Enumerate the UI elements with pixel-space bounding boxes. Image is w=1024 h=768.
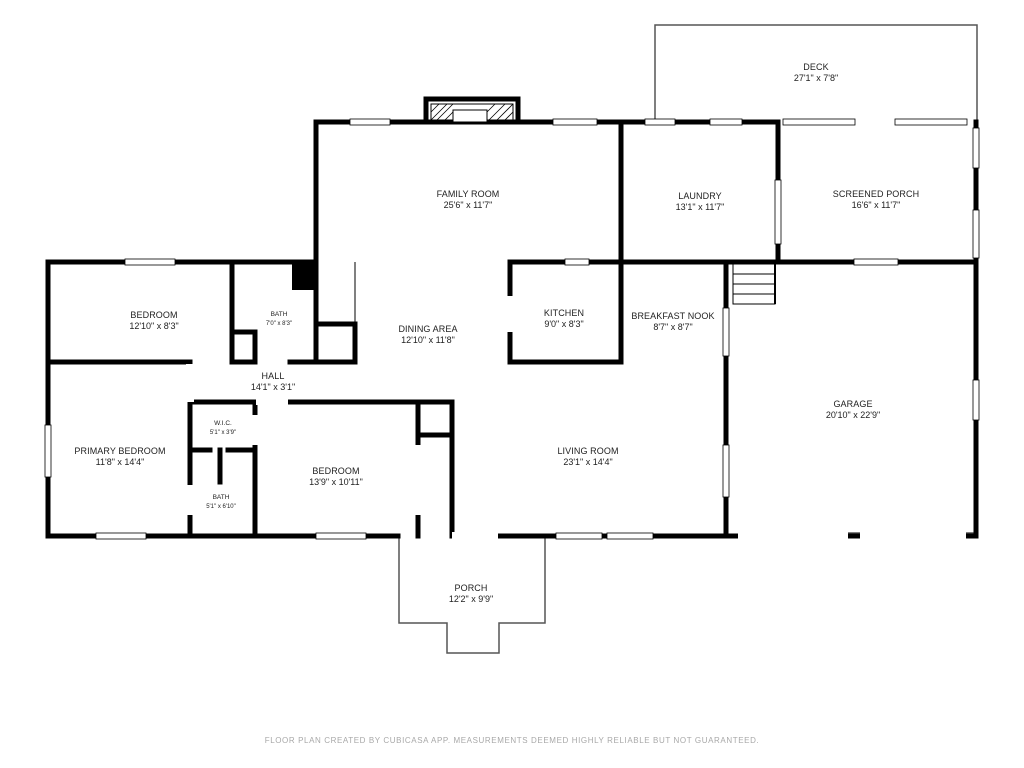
wic-dim: 5'1" x 3'9" (210, 430, 236, 436)
deck-outline (654, 24, 978, 122)
walls (45, 96, 979, 539)
kitchen-name: KITCHEN (544, 308, 584, 318)
chimney-block (292, 262, 314, 290)
wall-fireplace (423, 96, 521, 125)
bedroom2-name: BEDROOM (312, 466, 359, 476)
garage-dim: 20'10" x 22'9" (826, 410, 880, 420)
family-room-name: FAMILY ROOM (437, 189, 500, 199)
deck-dim: 27'1" x 7'8" (794, 73, 838, 83)
hall-dim: 14'1" x 3'1" (251, 382, 295, 392)
door-openings (186, 258, 966, 540)
fireplace-hatch (430, 103, 514, 123)
bedroom2-dim: 13'9" x 10'11" (309, 477, 363, 487)
wall-closet-dining (313, 321, 358, 365)
wall-bath1-inner (229, 329, 258, 365)
screened-porch-name: SCREENED PORCH (833, 189, 919, 199)
bath2-dim: 5'1" x 6'10" (206, 504, 236, 510)
living-room-name: LIVING ROOM (557, 446, 618, 456)
kitchen-dim: 9'0" x 8'3" (544, 319, 583, 329)
wic-name: W.I.C. (214, 420, 232, 427)
porch-outline (398, 536, 546, 654)
screened-porch-dim: 16'6" x 11'7" (852, 200, 901, 210)
primary-bedroom-name: PRIMARY BEDROOM (74, 446, 165, 456)
room-labels: DECK 27'1" x 7'8" FAMILY ROOM 25'6" x 11… (74, 62, 919, 604)
laundry-dim: 13'1" x 11'7" (676, 202, 725, 212)
stairs (732, 263, 776, 305)
bath1-dim: 7'0" x 8'3" (266, 321, 292, 327)
bath1-name: BATH (271, 311, 288, 318)
disclaimer-footer: FLOOR PLAN CREATED BY CUBICASA APP. MEAS… (264, 736, 760, 745)
garage-name: GARAGE (833, 399, 872, 409)
breakfast-nook-name: BREAKFAST NOOK (631, 311, 714, 321)
dining-area-name: DINING AREA (398, 324, 457, 334)
laundry-name: LAUNDRY (678, 191, 722, 201)
living-room-dim: 23'1" x 14'4" (563, 457, 612, 467)
bedroom1-name: BEDROOM (130, 310, 177, 320)
family-room-dim: 25'6" x 11'7" (444, 200, 493, 210)
deck-name: DECK (803, 62, 828, 72)
hall-name: HALL (262, 371, 285, 381)
windows (44, 118, 980, 540)
primary-bedroom-dim: 11'8" x 14'4" (96, 457, 145, 467)
dining-area-dim: 12'10" x 11'8" (401, 335, 455, 345)
bath2-name: BATH (213, 494, 230, 501)
porch-name: PORCH (454, 583, 487, 593)
breakfast-nook-dim: 8'7" x 8'7" (653, 322, 692, 332)
porch-dim: 12'2" x 9'9" (449, 594, 493, 604)
bedroom1-dim: 12'10" x 8'3" (129, 321, 178, 331)
